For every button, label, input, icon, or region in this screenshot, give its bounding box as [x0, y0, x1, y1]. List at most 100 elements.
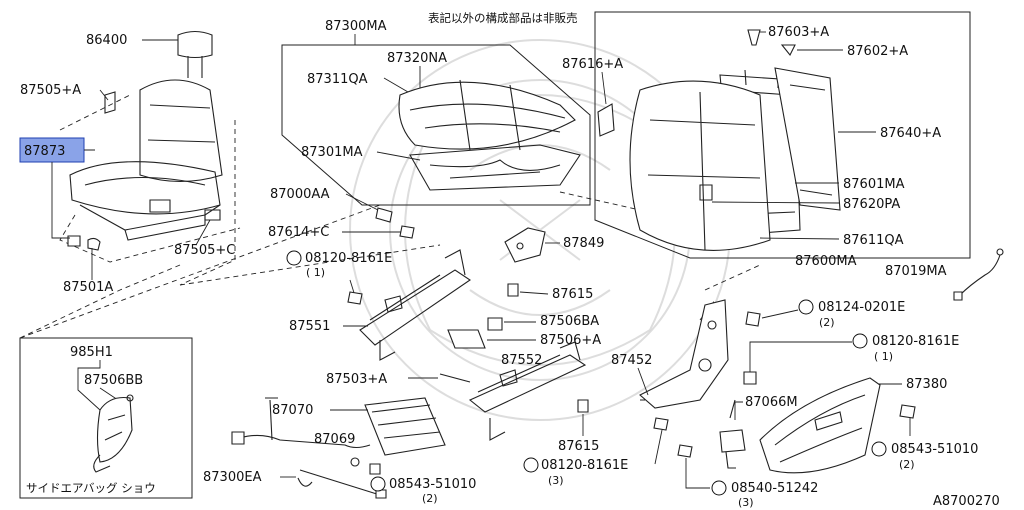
- bolt-87615b: [577, 399, 589, 413]
- bracket-87849: [504, 227, 546, 263]
- label-87615b: 87615: [558, 439, 599, 454]
- label-87311qa: 87311QA: [307, 72, 368, 87]
- label-87452: 87452: [611, 353, 652, 368]
- clip-87300ea: [297, 477, 313, 487]
- label-87505a: 87505+A: [20, 83, 81, 98]
- bolt-b4: [743, 371, 757, 385]
- harness-87019ma: [953, 248, 1004, 301]
- label-87614c: 87614+C: [268, 225, 329, 240]
- clip-87603a: [747, 29, 761, 46]
- inset-caption: サイドエアバッグ ショウ: [26, 481, 156, 495]
- label-87601ma: 87601MA: [843, 177, 905, 192]
- label-b3-code: 08124-0201E: [818, 300, 905, 315]
- label-87320na: 87320NA: [387, 51, 447, 66]
- screw-marker-s1: [370, 476, 386, 492]
- label-87602a: 87602+A: [847, 44, 908, 59]
- screw-s3: [677, 444, 693, 458]
- label-s1-code: 08543-51010: [389, 477, 476, 492]
- header-note: 表記以外の構成部品は非販売: [428, 11, 578, 25]
- label-87849: 87849: [563, 236, 604, 251]
- label-s2-qty: (2): [899, 458, 915, 471]
- side-airbag-module: [93, 394, 134, 473]
- label-s2-code: 08543-51010: [891, 442, 978, 457]
- label-s3-code: 08540-51242: [731, 481, 818, 496]
- label-87380: 87380: [906, 377, 947, 392]
- cap-87614c: [399, 225, 415, 239]
- label-87300ma: 87300MA: [325, 19, 387, 34]
- rod-87300ea: [299, 469, 381, 496]
- label-87506ba: 87506BA: [540, 314, 599, 329]
- label-87551: 87551: [289, 319, 330, 334]
- recliner-87452: [639, 299, 729, 409]
- label-b4-code: 08120-8161E: [872, 334, 959, 349]
- back-board-87640a: [774, 67, 841, 211]
- label-87600ma: 87600MA: [795, 254, 857, 269]
- seatback-group-box: [594, 11, 971, 259]
- label-87611qa: 87611QA: [843, 233, 904, 248]
- label-87506bb: 87506BB: [84, 373, 143, 388]
- side-airbag-inset-box: [19, 337, 193, 499]
- seat-rail-right: [468, 341, 587, 441]
- clip-87602a: [780, 44, 796, 57]
- bolt-marker-b1: [286, 250, 302, 266]
- label-87066m: 87066M: [745, 395, 798, 410]
- bolt-87000aa: [375, 207, 393, 223]
- bolt-87615a: [507, 283, 519, 297]
- label-s3-qty: (3): [738, 496, 754, 509]
- handle-87070: [364, 397, 446, 456]
- spring-87503a: [439, 373, 471, 383]
- cover-87506a: [447, 329, 486, 349]
- seat-cushion: [398, 79, 576, 151]
- label-b3-qty: (2): [819, 316, 835, 329]
- label-87552: 87552: [501, 353, 542, 368]
- seat-rail-left: [359, 249, 471, 361]
- cushion-frame: [409, 144, 581, 191]
- label-87070: 87070: [272, 403, 313, 418]
- label-87640a: 87640+A: [880, 126, 941, 141]
- figure-id: A8700270: [933, 494, 1000, 509]
- label-87069: 87069: [314, 432, 355, 447]
- label-b2-qty: (3): [548, 474, 564, 487]
- side-cover-87380: [759, 377, 881, 474]
- seat-assembly-illustration: [69, 30, 223, 241]
- harness-87069: [231, 397, 371, 467]
- cushion-group-box: [281, 44, 591, 206]
- label-87616a: 87616+A: [562, 57, 623, 72]
- bolt-marker-b3: [798, 299, 814, 315]
- label-87603a: 87603+A: [768, 25, 829, 40]
- label-87505c: 87505+C: [174, 243, 235, 258]
- label-87615a: 87615: [552, 287, 593, 302]
- label-86400: 86400: [86, 33, 127, 48]
- rod-end-87300ea: [375, 489, 387, 499]
- label-87503a: 87503+A: [326, 372, 387, 387]
- label-87019ma: 87019MA: [885, 264, 947, 279]
- screw-s1: [369, 463, 381, 475]
- screw-marker-s3: [711, 480, 727, 496]
- seatback-trim: [629, 80, 771, 251]
- label-87300ea: 87300EA: [203, 470, 262, 485]
- small-clip-parts: [67, 91, 221, 251]
- cap-87506ba: [487, 317, 503, 331]
- label-87301ma: 87301MA: [301, 145, 363, 160]
- label-87873[interactable]: 87873: [24, 144, 65, 159]
- bolt-b2: [653, 417, 669, 431]
- screw-87380: [899, 404, 916, 419]
- label-87501a: 87501A: [63, 280, 113, 295]
- label-b2-code: 08120-8161E: [541, 458, 628, 473]
- bolt-b3: [745, 311, 761, 327]
- label-s1-qty: (2): [422, 492, 438, 505]
- bolt-b1: [347, 291, 363, 305]
- label-985h1: 985H1: [70, 345, 113, 360]
- label-b1-qty: ( 1): [306, 266, 325, 279]
- label-87620pa: 87620PA: [843, 197, 900, 212]
- clip-87616a: [597, 103, 615, 137]
- bolt-marker-b4: [852, 333, 868, 349]
- label-87506a: 87506+A: [540, 333, 601, 348]
- label-87000aa: 87000AA: [270, 187, 330, 202]
- bolt-marker-b2: [523, 457, 539, 473]
- screw-marker-s2: [871, 441, 887, 457]
- label-b4-qty: ( 1): [874, 350, 893, 363]
- lever-87066m: [719, 399, 746, 469]
